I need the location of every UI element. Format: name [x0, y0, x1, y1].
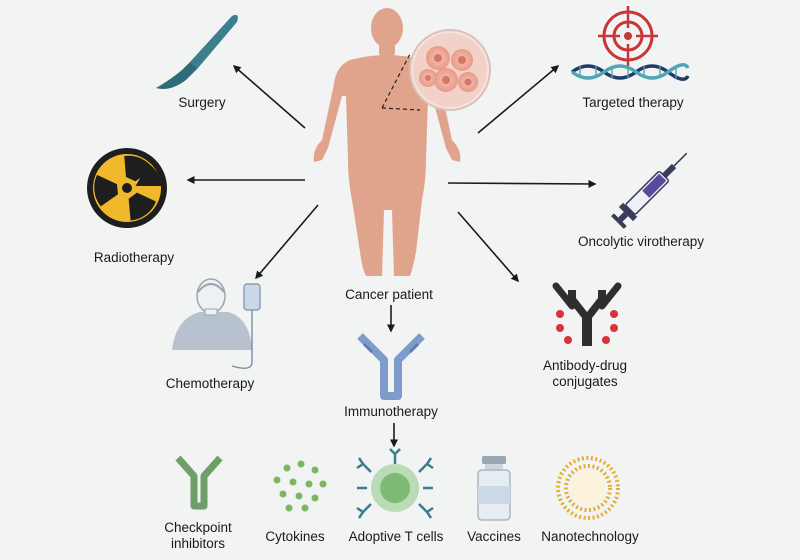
antibody-icon: [357, 333, 425, 400]
arrow-targeted-therapy: [477, 65, 560, 134]
checkpoint-antibody-icon: [175, 455, 223, 510]
label-vaccines: Vaccines: [467, 529, 521, 544]
label-immunotherapy: Immunotherapy: [344, 404, 438, 419]
label-targeted-therapy: Targeted therapy: [582, 95, 684, 110]
arrow-adc: [457, 211, 519, 283]
label-checkpoint-line2: inhibitors: [170, 536, 226, 551]
arrows: [186, 65, 597, 448]
scalpel-icon: [156, 14, 238, 89]
chemotherapy-patient-icon: [172, 278, 261, 369]
arrow-oncolytic-virotherapy: [447, 179, 597, 188]
radiation-icon: [87, 148, 167, 228]
nanoparticle-icon: [556, 456, 620, 520]
label-radiotherapy: Radiotherapy: [93, 250, 175, 265]
label-nanotechnology: Nanotechnology: [541, 529, 639, 544]
tumor-magnifier-icon: [381, 29, 491, 111]
label-surgery: Surgery: [178, 95, 226, 110]
target-crosshair-icon: [598, 6, 658, 66]
drug-payload-icon: [556, 310, 618, 344]
label-cancer-patient: Cancer patient: [345, 287, 433, 302]
label-cytokines: Cytokines: [265, 529, 325, 544]
patient-figure-icon: [313, 8, 461, 276]
label-chemotherapy: Chemotherapy: [165, 376, 255, 391]
label-adc-line1: Antibody-drug: [542, 358, 628, 373]
dna-icon: [570, 63, 690, 81]
adc-antibody-icon: [552, 282, 622, 346]
arrow-surgery: [232, 65, 306, 129]
label-oncolytic-virotherapy: Oncolytic virotherapy: [577, 234, 705, 249]
label-adc-line2: conjugates: [552, 374, 618, 389]
label-checkpoint-inhibitors: Checkpoint inhibitors: [164, 520, 232, 552]
arrow-chemotherapy: [255, 204, 319, 280]
label-adc: Antibody-drug conjugates: [543, 358, 627, 390]
t-cell-icon: [356, 448, 434, 519]
syringe-icon: [611, 152, 688, 229]
label-checkpoint-line1: Checkpoint: [164, 520, 232, 535]
cytokines-icon: [273, 460, 327, 512]
vaccine-vial-icon: [477, 456, 511, 521]
label-adoptive-t-cells: Adoptive T cells: [348, 529, 444, 544]
